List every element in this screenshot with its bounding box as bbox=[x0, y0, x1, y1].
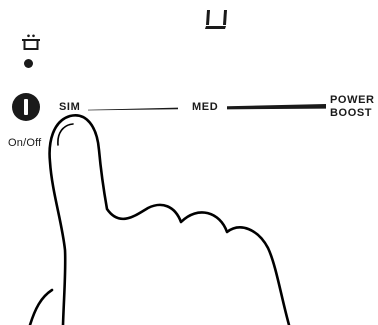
slider-track-low bbox=[88, 108, 178, 111]
on-off-button[interactable] bbox=[12, 93, 40, 121]
slider-track-high bbox=[227, 104, 326, 109]
power-bar-icon bbox=[24, 99, 28, 115]
on-off-label: On/Off bbox=[8, 137, 41, 149]
level-label-power-boost: POWER BOOST bbox=[330, 94, 375, 120]
zone-display-digit bbox=[205, 8, 229, 30]
pot-icon bbox=[21, 34, 41, 52]
level-label-power: POWER bbox=[330, 94, 375, 107]
level-label-sim: SIM bbox=[59, 101, 80, 113]
power-level-slider[interactable] bbox=[88, 96, 326, 118]
zone-indicator-dot-icon bbox=[24, 59, 33, 68]
level-label-boost: BOOST bbox=[330, 107, 375, 120]
